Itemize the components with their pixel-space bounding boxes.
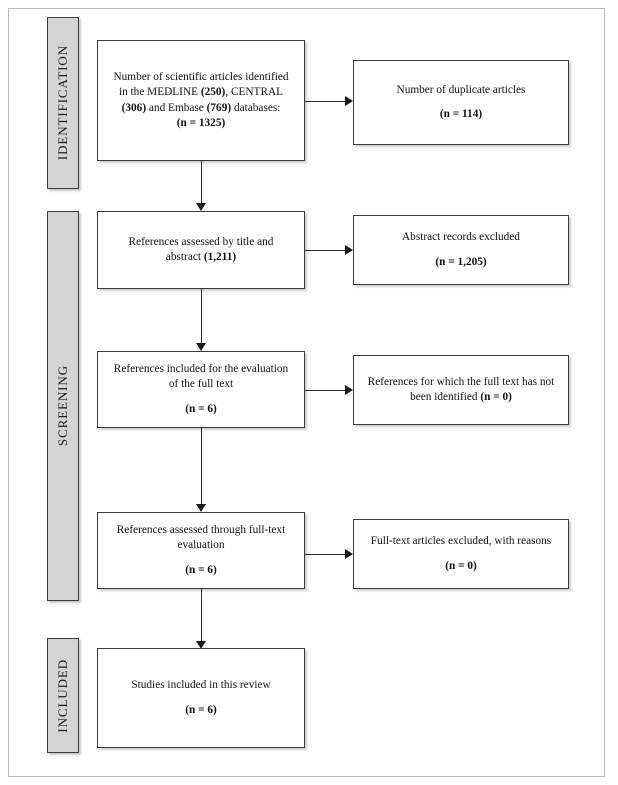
box-line: abstract (1,211) bbox=[165, 251, 237, 263]
box-fulltext-not-identified: References for which the full text has n… bbox=[353, 355, 569, 425]
phase-bar-identification: IDENTIFICATION bbox=[47, 17, 79, 189]
box-line: of the full text bbox=[168, 378, 234, 391]
phase-bar-screening: SCREENING bbox=[47, 211, 79, 601]
connector-assessed-to-excluded bbox=[305, 554, 345, 555]
arrowhead-down bbox=[196, 203, 206, 211]
arrowhead-right bbox=[345, 385, 353, 395]
arrowhead-down bbox=[196, 504, 206, 512]
box-count: (n = 6) bbox=[185, 402, 217, 415]
box-count: (n = 1,205) bbox=[435, 255, 487, 268]
connector-titleabstract-to-fulltext bbox=[201, 289, 202, 347]
box-duplicate-articles: Number of duplicate articles (n = 114) bbox=[353, 60, 569, 145]
box-line: References for which the full text has n… bbox=[367, 375, 555, 388]
box-count: (n = 6) bbox=[185, 703, 217, 716]
box-count: (n = 114) bbox=[439, 108, 483, 120]
box-articles-identified: Number of scientific articles identified… bbox=[97, 40, 305, 161]
box-line: Number of duplicate articles bbox=[396, 83, 526, 96]
connector-assessed-to-included bbox=[201, 589, 202, 645]
box-line: Abstract records excluded bbox=[402, 231, 520, 243]
box-line: Number of scientific articles identified bbox=[113, 70, 289, 83]
box-title-abstract-assessed: References assessed by title and abstrac… bbox=[97, 211, 305, 289]
phase-label-screening: SCREENING bbox=[55, 365, 70, 447]
box-line: Full-text articles excluded, with reason… bbox=[370, 535, 552, 547]
box-line: References assessed through full-text bbox=[116, 523, 286, 536]
box-fulltext-articles-excluded: Full-text articles excluded, with reason… bbox=[353, 519, 569, 589]
box-line: (306) and Embase (769) databases: bbox=[121, 101, 281, 114]
box-abstract-records-excluded: Abstract records excluded (n = 1,205) bbox=[353, 215, 569, 285]
box-line: been identified (n = 0) bbox=[410, 391, 512, 403]
box-line: evaluation bbox=[177, 539, 225, 552]
connector-titleabstract-to-excluded bbox=[305, 250, 345, 251]
box-fulltext-assessed: References assessed through full-text ev… bbox=[97, 512, 305, 589]
connector-fulltext-to-notidentified bbox=[305, 390, 345, 391]
arrowhead-right bbox=[345, 245, 353, 255]
connector-fulltext-to-assessed bbox=[201, 428, 202, 508]
box-line: in the MEDLINE (250), CENTRAL bbox=[118, 86, 284, 98]
connector-identified-to-duplicates bbox=[305, 101, 345, 102]
phase-label-included: INCLUDED bbox=[55, 658, 70, 733]
connector-identified-to-screening bbox=[201, 161, 202, 207]
box-studies-included: Studies included in this review (n = 6) bbox=[97, 648, 305, 748]
arrowhead-down bbox=[196, 343, 206, 351]
box-line: References assessed by title and bbox=[128, 235, 274, 248]
box-count: (n = 1325) bbox=[176, 117, 226, 129]
box-count: (n = 6) bbox=[185, 563, 217, 576]
arrowhead-right bbox=[345, 549, 353, 559]
box-count: (n = 0) bbox=[445, 559, 477, 572]
phase-bar-included: INCLUDED bbox=[47, 638, 79, 753]
arrowhead-down bbox=[196, 641, 206, 649]
arrowhead-right bbox=[345, 96, 353, 106]
box-line: References included for the evaluation bbox=[113, 362, 289, 375]
phase-label-identification: IDENTIFICATION bbox=[55, 45, 70, 161]
box-fulltext-evaluation-included: References included for the evaluation o… bbox=[97, 351, 305, 428]
box-line: Studies included in this review bbox=[131, 679, 271, 691]
